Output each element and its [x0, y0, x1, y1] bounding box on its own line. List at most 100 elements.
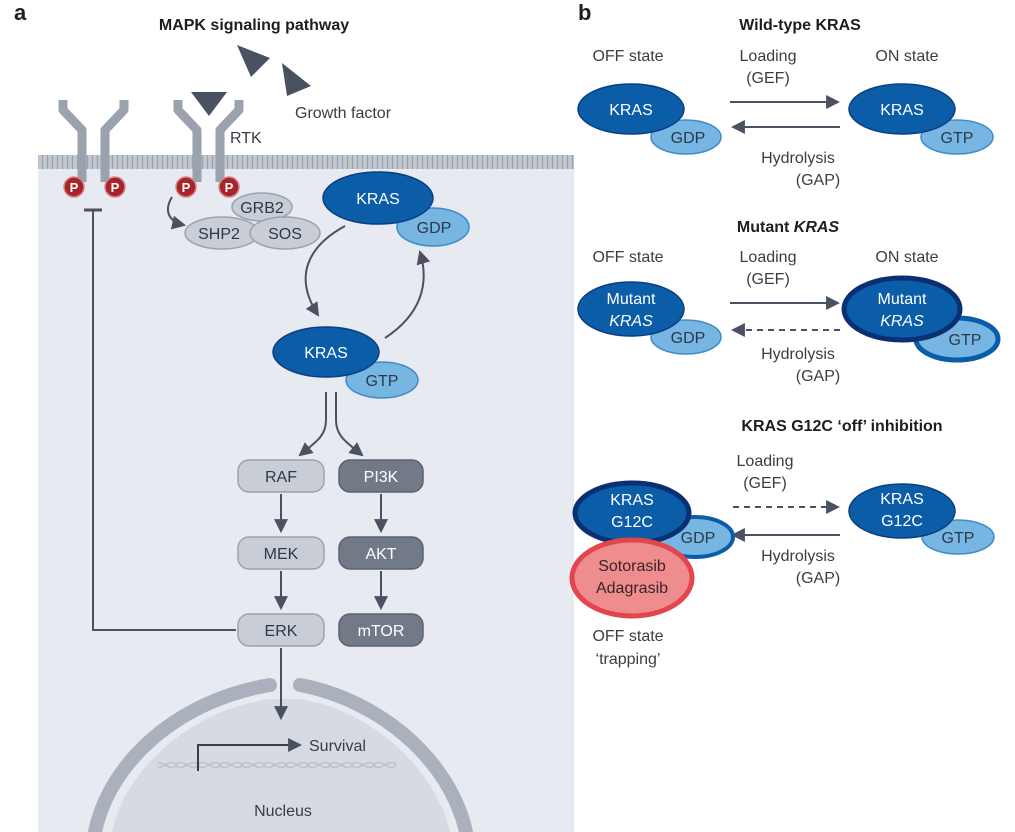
- receptor-left: [58, 100, 129, 182]
- bound-growth-factor: [191, 92, 227, 116]
- g12c-loading-label: Loading: [737, 453, 794, 470]
- kras-gdp-complex: GDP KRAS: [322, 171, 470, 247]
- phosphate-group: P: [218, 176, 240, 198]
- g12c-heading: KRAS G12C ‘off’ inhibition: [741, 418, 942, 435]
- receptor-rtk: [173, 92, 244, 182]
- svg-text:KRAS: KRAS: [609, 313, 653, 330]
- svg-text:KRAS: KRAS: [609, 102, 653, 119]
- svg-text:G12C: G12C: [611, 514, 653, 531]
- svg-text:KRAS: KRAS: [880, 102, 924, 119]
- svg-text:Sotorasib: Sotorasib: [598, 558, 666, 575]
- svg-text:KRAS: KRAS: [880, 313, 924, 330]
- growth-factor-label: Growth factor: [295, 105, 392, 122]
- phosphate-group: P: [104, 176, 126, 198]
- branch-arrow-raf: [298, 392, 327, 457]
- erk-node: [237, 613, 325, 647]
- svg-text:KRAS: KRAS: [356, 191, 400, 208]
- wildtype-loading-label: Loading: [740, 48, 797, 65]
- raf-label: RAF: [265, 469, 297, 486]
- transcription-arrow: [197, 738, 303, 771]
- mutant-kras-gtp: GTP Mutant KRAS: [841, 275, 1001, 363]
- negative-feedback-line: [92, 210, 236, 631]
- svg-text:G12C: G12C: [881, 513, 923, 530]
- plasma-membrane: [38, 155, 574, 169]
- erk-label: ERK: [265, 623, 298, 640]
- svg-text:Mutant: Mutant: [878, 291, 927, 308]
- phosphate-group: P: [175, 176, 197, 198]
- wildtype-kras-gtp: GTP KRAS: [848, 83, 994, 155]
- pi3k-node: [338, 459, 424, 493]
- inhibitor-drug: Sotorasib Adagrasib: [569, 537, 695, 619]
- inactivation-arrow: [384, 249, 431, 339]
- g12c-hydrolysis-label: Hydrolysis: [761, 548, 835, 565]
- mutant-kras-gdp: GDP Mutant KRAS: [577, 281, 722, 355]
- svg-text:KRAS: KRAS: [610, 492, 654, 509]
- growth-factor-ligand: [237, 45, 270, 77]
- growth-factor-ligand: [282, 63, 311, 96]
- wildtype-hydrolysis-label: Hydrolysis: [761, 150, 835, 167]
- recruit-arrow: [167, 196, 187, 230]
- off-state-trapping-label: OFF state: [592, 628, 663, 645]
- mutant-heading: Mutant KRAS: [737, 219, 840, 236]
- shp2-label: SHP2: [198, 226, 240, 243]
- raf-node: [237, 459, 325, 493]
- phosphate-group: P: [63, 176, 85, 198]
- nucleus-label: Nucleus: [254, 803, 312, 820]
- svg-text:GDP: GDP: [671, 330, 706, 347]
- kras-gtp-complex: GTP KRAS: [272, 326, 419, 399]
- rtk-label: RTK: [230, 130, 262, 147]
- mutant-gap-label: (GAP): [796, 368, 840, 385]
- panel-a-letter: a: [14, 0, 27, 25]
- pi3k-label: PI3K: [364, 469, 399, 486]
- svg-text:GTP: GTP: [941, 130, 974, 147]
- branch-arrow-pi3k: [335, 392, 364, 457]
- wildtype-off-state-label: OFF state: [592, 48, 663, 65]
- sos-node: [249, 216, 321, 250]
- svg-text:P: P: [111, 180, 120, 195]
- mtor-node: [338, 613, 424, 647]
- svg-text:GTP: GTP: [949, 332, 982, 349]
- mek-node: [237, 536, 325, 570]
- mutant-on-state-label: ON state: [875, 249, 938, 266]
- wildtype-kras-gdp: GDP KRAS: [577, 83, 722, 155]
- panel-b-letter: b: [578, 0, 591, 25]
- grb2-label: GRB2: [240, 200, 284, 217]
- wildtype-gef-label: (GEF): [746, 70, 790, 87]
- mek-label: MEK: [264, 546, 299, 563]
- g12c-gap-label: (GAP): [796, 570, 840, 587]
- svg-text:GTP: GTP: [366, 373, 399, 390]
- mutant-gef-label: (GEF): [746, 271, 790, 288]
- akt-label: AKT: [365, 546, 396, 563]
- nuclear-envelope: [88, 678, 277, 832]
- svg-text:P: P: [182, 180, 191, 195]
- sos-label: SOS: [268, 226, 302, 243]
- wildtype-gap-label: (GAP): [796, 172, 840, 189]
- mutant-loading-label: Loading: [740, 249, 797, 266]
- g12c-kras-gtp: GTP KRAS G12C: [848, 483, 995, 555]
- wildtype-heading: Wild-type KRAS: [739, 17, 861, 34]
- nuclear-envelope: [293, 678, 473, 832]
- mtor-label: mTOR: [358, 623, 405, 640]
- svg-text:GTP: GTP: [942, 530, 975, 547]
- svg-text:GDP: GDP: [417, 220, 452, 237]
- g12c-kras-gdp-trapped: GDP KRAS G12C: [572, 480, 735, 559]
- svg-text:GDP: GDP: [681, 530, 716, 547]
- svg-text:GDP: GDP: [671, 130, 706, 147]
- akt-node: [338, 536, 424, 570]
- mutant-hydrolysis-label: Hydrolysis: [761, 346, 835, 363]
- svg-text:P: P: [225, 180, 234, 195]
- svg-text:Mutant: Mutant: [607, 291, 656, 308]
- svg-text:KRAS: KRAS: [304, 345, 348, 362]
- off-state-trapping-label-2: ‘trapping’: [596, 651, 661, 668]
- svg-text:P: P: [70, 180, 79, 195]
- survival-label: Survival: [309, 738, 366, 755]
- g12c-gef-label: (GEF): [743, 475, 787, 492]
- panel-a-title: MAPK signaling pathway: [159, 17, 349, 34]
- svg-text:KRAS: KRAS: [880, 491, 924, 508]
- mutant-off-state-label: OFF state: [592, 249, 663, 266]
- dna-helix: [158, 762, 396, 780]
- svg-text:Adagrasib: Adagrasib: [596, 580, 668, 597]
- wildtype-on-state-label: ON state: [875, 48, 938, 65]
